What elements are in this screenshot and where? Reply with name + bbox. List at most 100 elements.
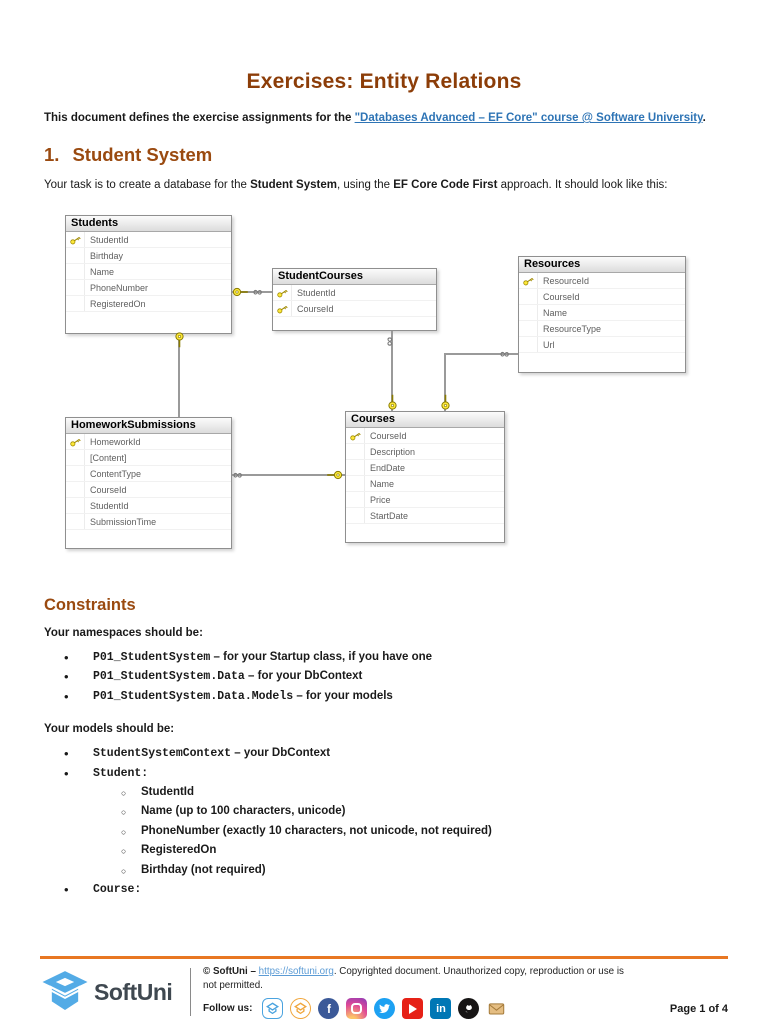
field-name: PhoneNumber (90, 282, 149, 293)
namespaces-list: P01_StudentSystem – for your Startup cla… (44, 648, 724, 707)
field-name: StudentId (90, 500, 129, 511)
entity-field-row: Description (346, 444, 504, 460)
footer-vertical-divider (190, 968, 191, 1016)
entity-field-row: Name (66, 264, 231, 280)
sub-list-item: RegisteredOn (93, 841, 724, 862)
field-name: CourseId (297, 303, 334, 314)
softuni-foundation-icon[interactable] (290, 998, 312, 1019)
entity-field-row: EndDate (346, 460, 504, 476)
sub-list-item: Birthday (not required) (93, 861, 724, 882)
section-number: 1. (44, 144, 60, 165)
constraints-heading: Constraints (44, 596, 136, 614)
intro-paragraph: This document defines the exercise assig… (44, 109, 724, 128)
linkedin-icon[interactable]: in (430, 998, 452, 1019)
list-item: P01_StudentSystem.Data.Models – for your… (44, 687, 724, 707)
field-name: SubmissionTime (90, 516, 157, 527)
sub-list-item: Name (up to 100 characters, unicode) (93, 802, 724, 823)
social-links: Follow us: f in (203, 998, 638, 1019)
many-side-infinity-icon: ∞ (383, 336, 399, 347)
softuni-logo: SoftUni (40, 969, 190, 1015)
entity-homeworksubmissions: HomeworkSubmissions HomeworkId [Content]… (65, 417, 232, 549)
entity-resources-title: Resources (519, 257, 685, 273)
relation-line-homework-courses (232, 474, 345, 476)
one-side-key-icon (232, 287, 248, 297)
task-text: Your task is to create a database for th… (44, 179, 251, 191)
field-name: CourseId (90, 484, 127, 495)
entity-students: Students StudentId Birthday Name PhoneNu… (65, 215, 232, 334)
item-text: – for your models (293, 689, 393, 702)
list-item: StudentSystemContext – your DbContext (44, 744, 724, 764)
softuni-icon[interactable] (262, 998, 284, 1019)
many-side-infinity-icon: ∞ (253, 284, 263, 299)
course-link[interactable]: "Databases Advanced – EF Core" course @ … (354, 112, 703, 124)
copyright-suffix: . Copyrighted document. Unauthorized cop… (203, 966, 624, 991)
softuni-cap-icon (42, 971, 88, 1013)
entity-field-row: ResourceId (519, 273, 685, 289)
field-name: StudentId (90, 234, 129, 245)
relation-line-resources-courses (444, 353, 446, 411)
twitter-icon[interactable] (374, 998, 396, 1019)
entity-students-title: Students (66, 216, 231, 232)
field-name: Birthday (90, 250, 124, 261)
entity-resources: Resources ResourceId CourseId Name Resou… (518, 256, 686, 373)
task-bold-ef-core: EF Core Code First (393, 179, 498, 191)
entity-field-row: StudentId (66, 498, 231, 514)
email-icon[interactable] (486, 998, 508, 1019)
primary-key-icon (346, 428, 365, 443)
model-code: Student: (93, 766, 149, 780)
copyright-prefix: © SoftUni – (203, 966, 259, 977)
sub-list-item: StudentId (93, 783, 724, 804)
list-item: Course: (44, 880, 724, 900)
entity-field-row: CourseId (519, 289, 685, 305)
facebook-icon[interactable]: f (318, 998, 340, 1019)
youtube-icon[interactable] (402, 998, 424, 1019)
one-side-key-icon (388, 394, 397, 410)
entity-field-row: CourseId (66, 482, 231, 498)
entity-homeworksubmissions-title: HomeworkSubmissions (66, 418, 231, 434)
relation-line-resources-courses (444, 353, 518, 355)
github-icon[interactable] (458, 998, 480, 1019)
field-name: HomeworkId (90, 436, 141, 447)
section-heading: 1. Student System (44, 144, 724, 166)
entity-field-row: ResourceType (519, 321, 685, 337)
entity-field-row: ContentType (66, 466, 231, 482)
entity-field-row: [Content] (66, 450, 231, 466)
follow-us-label: Follow us: (203, 1003, 253, 1014)
field-name: StudentId (297, 287, 336, 298)
task-paragraph: Your task is to create a database for th… (44, 175, 724, 195)
task-text: , using the (336, 179, 394, 191)
field-name: ResourceId (543, 275, 590, 286)
field-name: Name (90, 266, 115, 277)
relation-line-studentcourses-courses (391, 331, 393, 411)
task-bold-student-system: Student System (250, 179, 337, 191)
field-name: Name (543, 307, 568, 318)
field-name: StartDate (370, 510, 409, 521)
namespaces-intro: Your namespaces should be: (44, 627, 203, 639)
softuni-org-link[interactable]: https://softuni.org (258, 966, 334, 977)
page-number: Page 1 of 4 (669, 1003, 728, 1015)
instagram-icon[interactable] (346, 998, 368, 1019)
field-name: EndDate (370, 462, 406, 473)
relation-line-students-homework (178, 338, 180, 417)
field-name: RegisteredOn (90, 298, 146, 309)
entity-field-row: Name (519, 305, 685, 321)
list-item: Student: StudentId Name (up to 100 chara… (44, 764, 724, 882)
brand-name: SoftUni (94, 978, 173, 1005)
primary-key-icon (273, 285, 292, 300)
entity-field-row: StudentId (66, 232, 231, 248)
primary-key-icon (519, 273, 538, 288)
entity-field-row: SubmissionTime (66, 514, 231, 530)
field-name: Name (370, 478, 395, 489)
item-text: – for your DbContext (244, 670, 363, 683)
item-text: – your DbContext (231, 747, 331, 760)
field-name: CourseId (543, 291, 580, 302)
copyright-text: © SoftUni – https://softuni.org. Copyrig… (203, 965, 638, 993)
sub-list-item: PhoneNumber (exactly 10 characters, not … (93, 822, 724, 843)
entity-studentcourses-title: StudentCourses (273, 269, 436, 285)
section-title: Student System (72, 144, 213, 165)
list-item: P01_StudentSystem – for your Startup cla… (44, 648, 724, 668)
entity-field-row: CourseId (273, 301, 436, 317)
page-title: Exercises: Entity Relations (246, 70, 522, 93)
models-intro: Your models should be: (44, 723, 175, 736)
